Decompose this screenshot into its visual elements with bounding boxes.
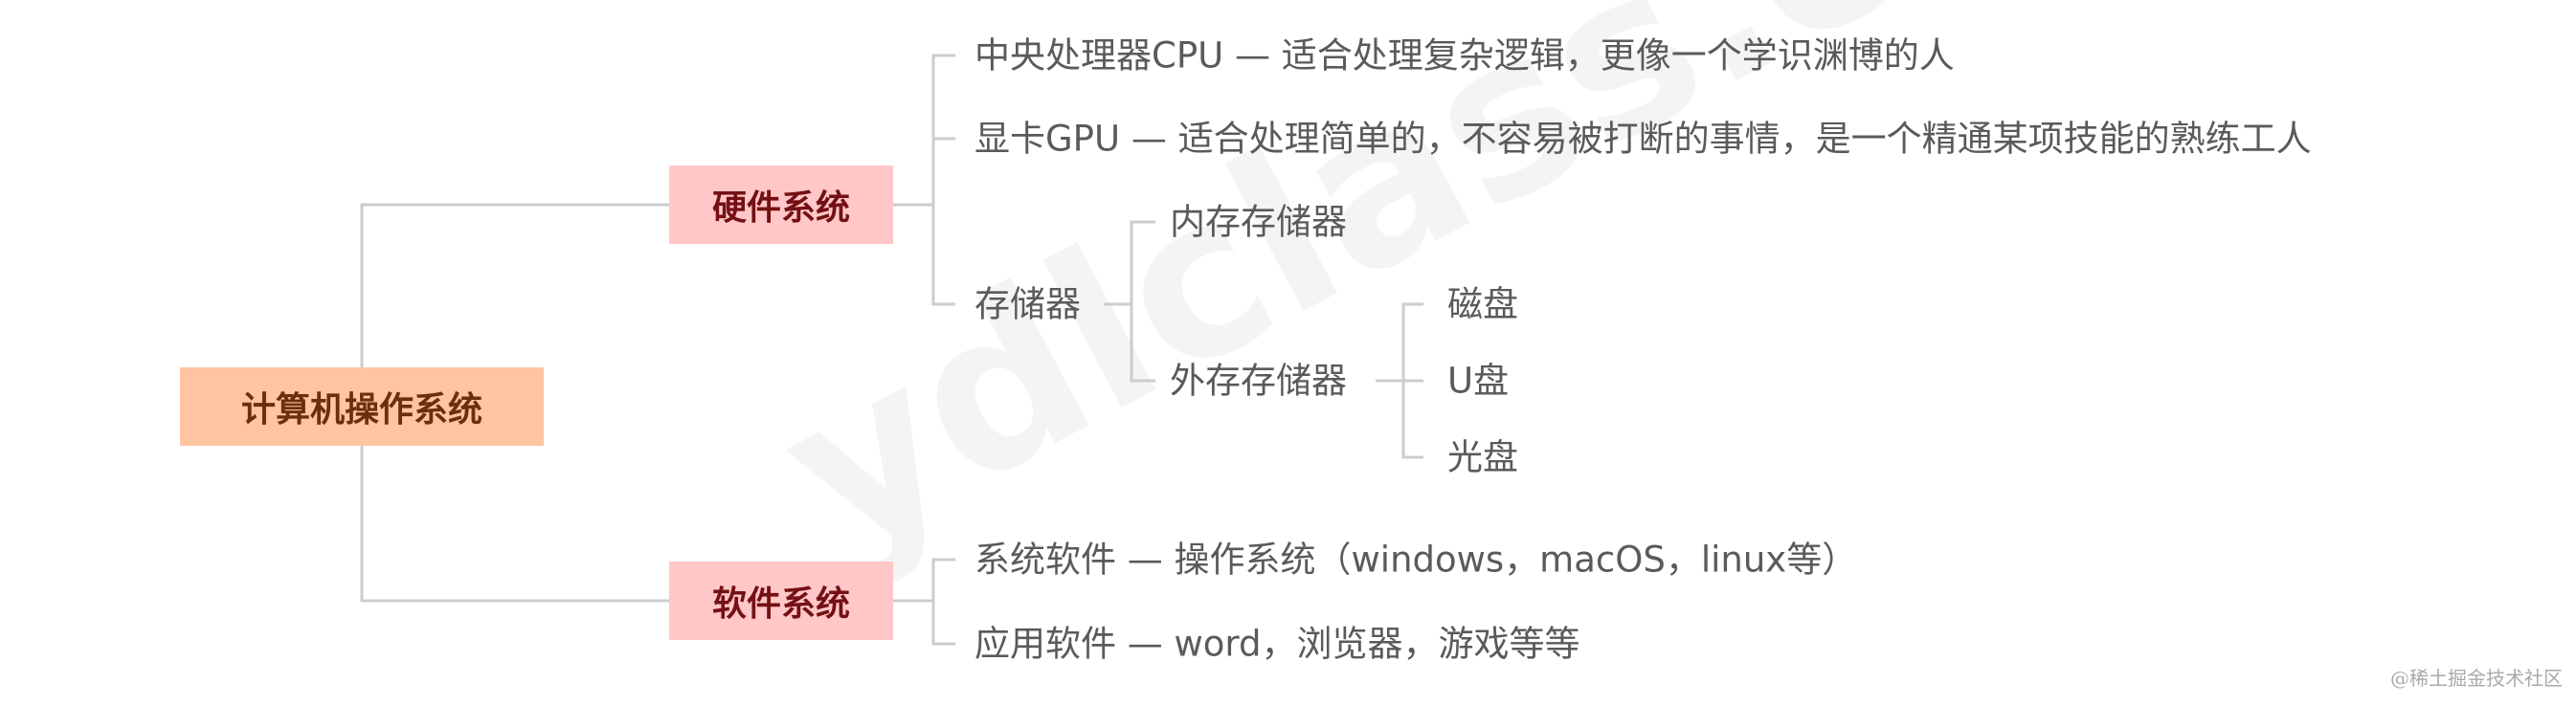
optical-disc-node: 光盘 [1447,436,1518,478]
connector-software-bracket [931,558,955,646]
cpu-node: 中央处理器CPU — 适合处理复杂逻辑，更像一个学识渊博的人 [974,34,1955,77]
credit-label: @稀土掘金技术社区 [2390,667,2563,690]
disk-node: 磁盘 [1447,283,1518,325]
storage-node: 存储器 [974,283,1081,325]
internal-storage-node: 内存存储器 [1170,201,1347,243]
connector-root-hardware [360,203,669,367]
system-software-node: 系统软件 — 操作系统（windows，macOS，linux等） [974,539,1858,581]
gpu-node: 显卡GPU — 适合处理简单的，不容易被打断的事情，是一个精通某项技能的熟练工人 [974,118,2312,160]
external-storage-node: 外存存储器 [1170,360,1347,402]
software-node: 软件系统 [669,562,893,640]
connector-storage-bracket [1130,220,1155,383]
root-node: 计算机操作系统 [180,367,544,446]
connector-hardware-bracket [931,54,955,306]
application-software-node: 应用软件 — word，浏览器，游戏等等 [974,623,1580,665]
connector-root-software [360,446,669,603]
udisk-node: U盘 [1447,360,1510,402]
hardware-node: 硬件系统 [669,165,893,244]
